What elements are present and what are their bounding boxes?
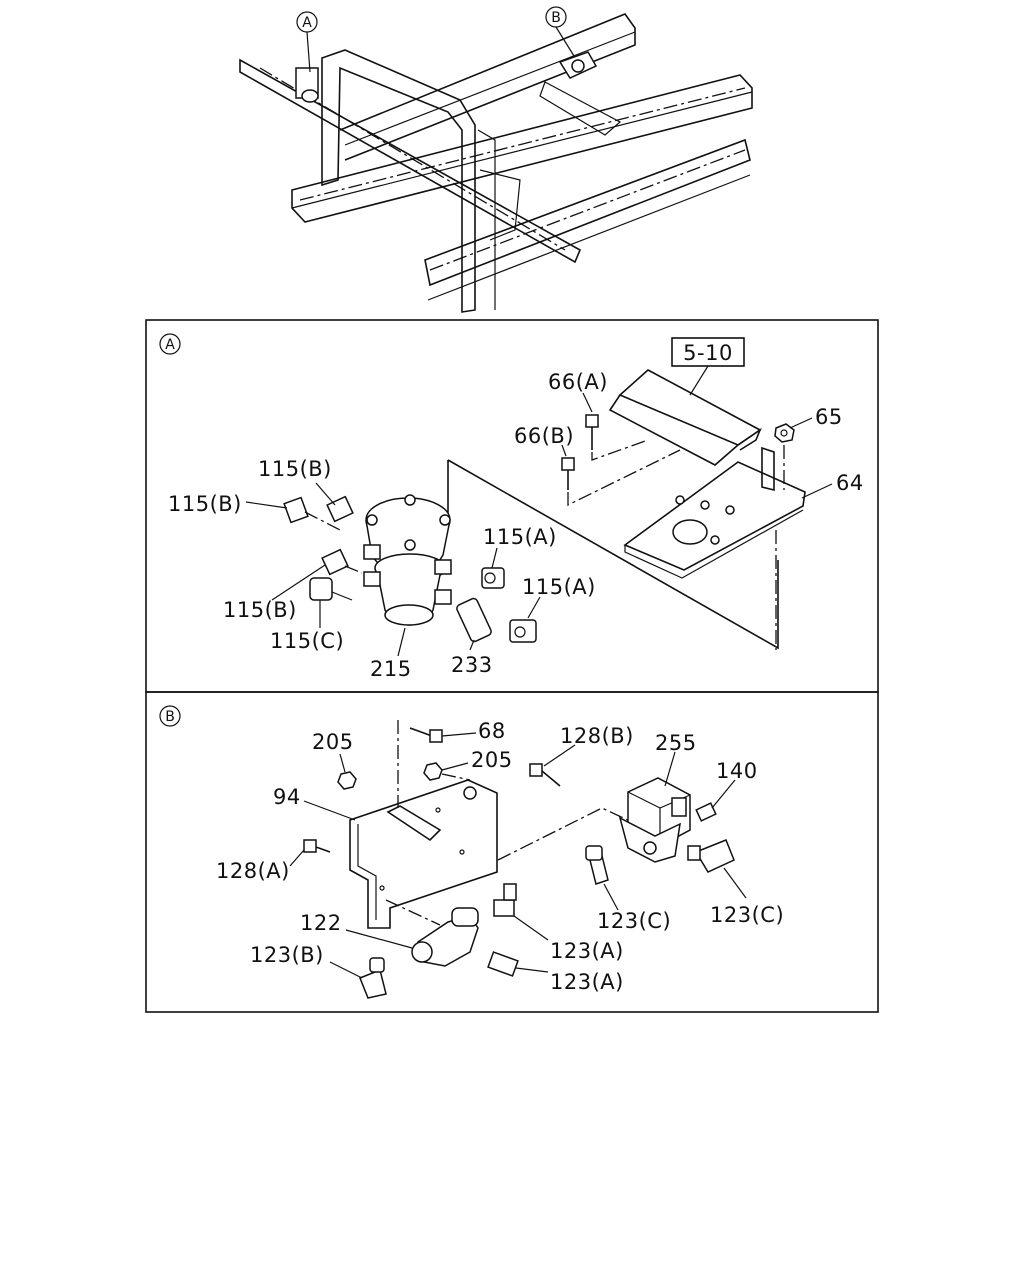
frame-rail-segment: [608, 369, 762, 466]
label-94: 94: [273, 785, 301, 809]
label-115c: 115(C): [270, 629, 344, 653]
fitting-115b-left: [283, 496, 341, 531]
section-b-marker: B: [159, 705, 181, 727]
label-65: 65: [815, 405, 843, 429]
label-115a-bottom: 115(A): [522, 575, 596, 599]
valve-a-icon: [301, 89, 319, 103]
callout-b-label: B: [551, 10, 561, 26]
label-215: 215: [370, 657, 412, 681]
breather-140: [695, 802, 717, 822]
elbow-123b: [359, 957, 387, 999]
frame-rail-rear: [339, 13, 636, 161]
fitting-115a-top: [481, 567, 505, 589]
label-123b: 123(B): [250, 943, 324, 967]
section-a-marker-label: A: [165, 337, 175, 353]
frame-rail-front: [291, 74, 753, 223]
bracket-tab: [761, 446, 775, 492]
label-128a: 128(A): [216, 859, 290, 883]
chassis-frame-overview: [239, 13, 753, 313]
nut-205-right: [423, 762, 471, 781]
label-122: 122: [300, 911, 342, 935]
bracket-plate-64: [623, 446, 806, 579]
nut-205-left: [337, 771, 357, 790]
elbow-123a-top: [493, 883, 517, 917]
label-66a: 66(A): [548, 370, 608, 394]
label-115b-top: 115(B): [258, 457, 332, 481]
callout-a-label: A: [302, 15, 312, 31]
label-68: 68: [478, 719, 506, 743]
callout-a: A: [296, 11, 318, 73]
bolt-68: [409, 727, 443, 743]
callout-b: B: [545, 6, 575, 57]
elbow-123c-right: [687, 839, 735, 873]
bolt-66a: [585, 414, 599, 450]
valve-122: [411, 907, 479, 967]
label-255: 255: [655, 731, 697, 755]
mounting-frame: [321, 49, 476, 313]
label-233: 233: [451, 653, 493, 677]
section-a-marker: A: [159, 333, 181, 355]
elbow-123a-bottom: [487, 951, 519, 977]
label-115a-top: 115(A): [483, 525, 557, 549]
pipe-233: [456, 597, 492, 643]
nut-65: [774, 423, 795, 443]
bracket-94: [349, 779, 498, 929]
label-140: 140: [716, 759, 758, 783]
elbow-123c-left: [585, 845, 609, 885]
label-128b: 128(B): [560, 724, 634, 748]
label-205-right: 205: [471, 748, 513, 772]
label-115b-bottom: 115(B): [223, 598, 297, 622]
label-115b-left: 115(B): [168, 492, 242, 516]
label-123a-bottom: 123(A): [550, 970, 624, 994]
relay-valve-215: [363, 459, 779, 650]
fitting-115b-bottom: [321, 548, 363, 576]
label-123c-left: 123(C): [597, 909, 671, 933]
reference-box-label: 5-10: [683, 341, 733, 365]
bolt-66b: [561, 457, 575, 490]
section-b-frame: [145, 691, 879, 1013]
bolt-128a: [303, 839, 331, 853]
label-64: 64: [836, 471, 864, 495]
fitting-115a-bottom: [509, 619, 537, 643]
label-123c-right: 123(C): [710, 903, 784, 927]
frame-rail-lower: [424, 138, 751, 287]
bolt-128b: [529, 763, 561, 787]
label-66b: 66(B): [514, 424, 574, 448]
fitting-115c: [309, 577, 353, 601]
section-b-marker-label: B: [165, 709, 175, 725]
label-205-left: 205: [312, 730, 354, 754]
cross-member: [239, 58, 582, 264]
valve-255: [618, 777, 691, 863]
label-123a-top: 123(A): [550, 939, 624, 963]
